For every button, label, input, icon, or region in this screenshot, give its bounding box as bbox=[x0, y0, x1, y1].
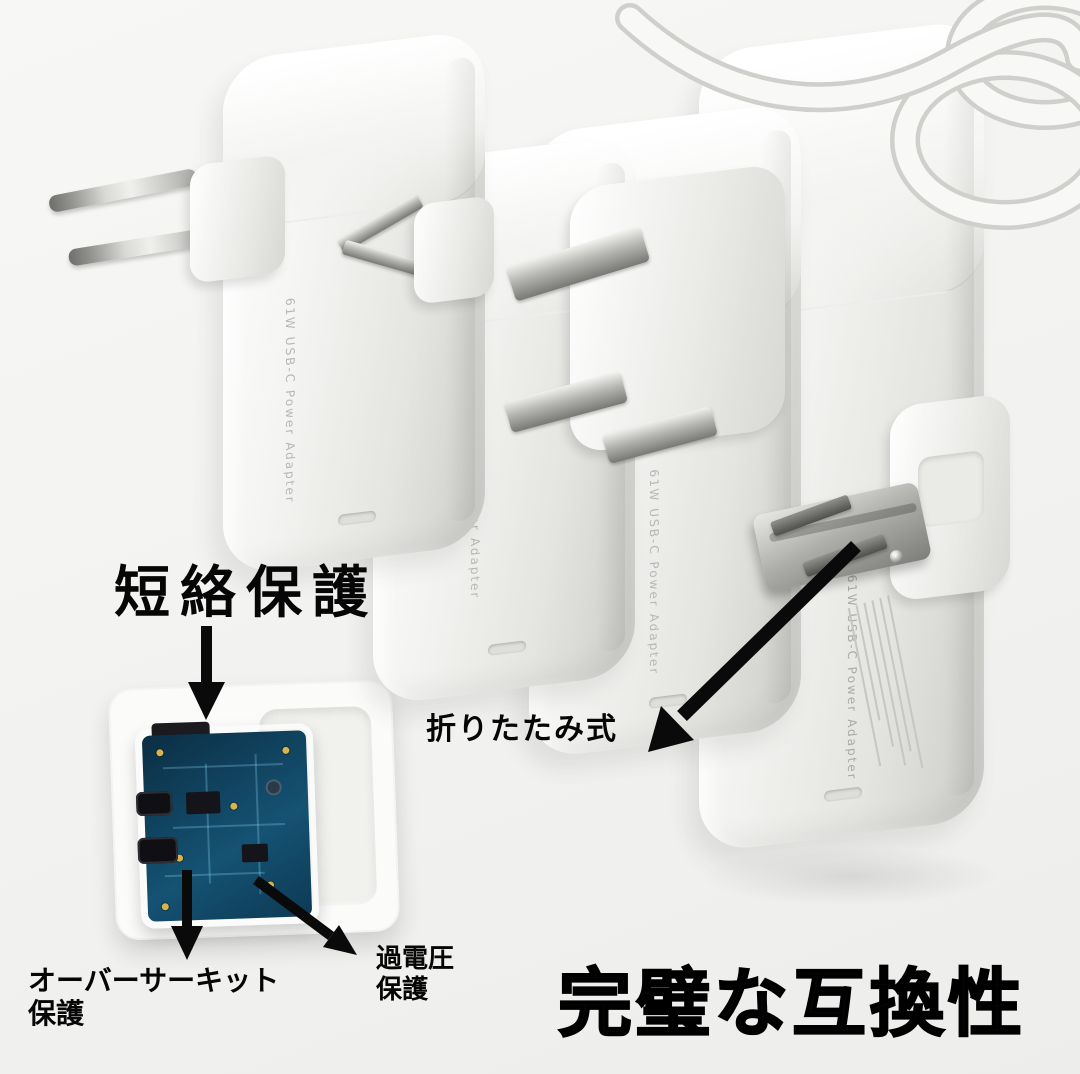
circuit-board bbox=[141, 730, 313, 922]
eu-plug-base bbox=[190, 154, 285, 284]
us-plug-fold-recess bbox=[918, 449, 984, 529]
usb-a-port bbox=[137, 836, 179, 865]
adapter-eu: 61W USB-C Power Adapter bbox=[205, 28, 505, 605]
label-perfect-compatibility: 完璧な互換性 bbox=[557, 960, 1026, 1048]
ground-shadow bbox=[700, 846, 1000, 906]
usb-c-output-port bbox=[824, 786, 863, 803]
label-line: 過電圧 bbox=[376, 944, 455, 974]
transparent-adapter-shell bbox=[134, 721, 320, 930]
solder-pad bbox=[266, 881, 275, 889]
solder-pad bbox=[282, 746, 290, 755]
ic-chip bbox=[241, 843, 269, 863]
label-line: 保護 bbox=[28, 997, 85, 1031]
us-foldable-plug bbox=[740, 390, 1060, 690]
label-line: オーバーサーキット bbox=[28, 964, 280, 997]
label-over-circuit-protection: オーバーサーキット 保護 bbox=[28, 964, 279, 1030]
label-short-circuit-protection: 短絡保護 bbox=[114, 561, 378, 626]
au-plug-base bbox=[414, 195, 494, 305]
solder-pad bbox=[156, 749, 164, 757]
pcb-trace bbox=[164, 871, 265, 878]
label-foldable-type: 折りたたみ式 bbox=[426, 712, 618, 747]
pcb-trace bbox=[162, 763, 283, 770]
label-line: 保護 bbox=[376, 975, 429, 1006]
eu-round-pin bbox=[47, 167, 199, 214]
au-plug bbox=[322, 188, 512, 318]
label-overvoltage-protection: 過電圧 保護 bbox=[376, 944, 454, 1006]
cable-coils bbox=[615, 0, 1080, 230]
solder-pad bbox=[161, 903, 169, 911]
eu-plug bbox=[40, 140, 300, 310]
screw-icon bbox=[890, 550, 903, 563]
pcb-trace bbox=[172, 822, 285, 829]
ic-chip bbox=[185, 791, 221, 815]
usb-c-port bbox=[135, 790, 173, 817]
pcb-trace bbox=[204, 763, 212, 884]
power-cables bbox=[615, 0, 1080, 230]
adapter-side-label: 61W USB-C Power Adapter bbox=[283, 296, 297, 505]
solder-pad bbox=[230, 802, 238, 810]
capacitor bbox=[265, 779, 282, 796]
usb-c-output-port bbox=[488, 640, 527, 656]
usb-c-output-port bbox=[338, 510, 377, 526]
